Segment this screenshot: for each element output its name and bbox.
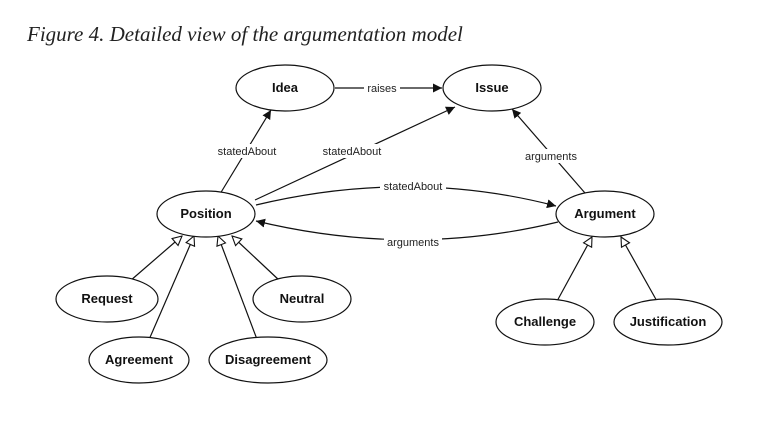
- edge-request-position: [129, 236, 182, 282]
- edge-label-raises: raises: [367, 83, 397, 95]
- node-challenge-label: Challenge: [514, 314, 576, 329]
- node-justification-label: Justification: [630, 314, 707, 329]
- edge-challenge-argument: [555, 237, 592, 304]
- node-position: Position: [156, 190, 256, 238]
- edge-label-arguments-issue: arguments: [525, 151, 577, 163]
- node-neutral: Neutral: [252, 275, 352, 323]
- edge-label-statedabout-idea: statedAbout: [218, 146, 277, 158]
- edge-disagreement-position: [218, 236, 259, 343]
- edge-label-statedabout-issue: statedAbout: [323, 146, 382, 158]
- node-position-label: Position: [180, 206, 231, 221]
- node-challenge: Challenge: [495, 298, 595, 346]
- node-issue-label: Issue: [475, 80, 508, 95]
- node-neutral-label: Neutral: [280, 291, 325, 306]
- node-idea: Idea: [235, 64, 335, 112]
- edge-label-statedabout-argument: statedAbout: [384, 181, 443, 193]
- edge-label-arguments-position: arguments: [387, 237, 439, 249]
- edge-neutral-position: [232, 236, 281, 282]
- edge-agreement-position: [147, 236, 194, 343]
- node-disagreement-label: Disagreement: [225, 352, 312, 367]
- node-justification: Justification: [613, 298, 723, 346]
- node-agreement: Agreement: [88, 336, 190, 384]
- figure-caption: Figure 4. Detailed view of the argumenta…: [27, 22, 463, 46]
- node-argument-label: Argument: [574, 206, 636, 221]
- node-request: Request: [55, 275, 159, 323]
- node-agreement-label: Agreement: [105, 352, 174, 367]
- node-argument: Argument: [555, 190, 655, 238]
- edge-justification-argument: [621, 237, 659, 304]
- node-request-label: Request: [81, 291, 133, 306]
- node-disagreement: Disagreement: [208, 336, 328, 384]
- node-idea-label: Idea: [272, 80, 299, 95]
- node-issue: Issue: [442, 64, 542, 112]
